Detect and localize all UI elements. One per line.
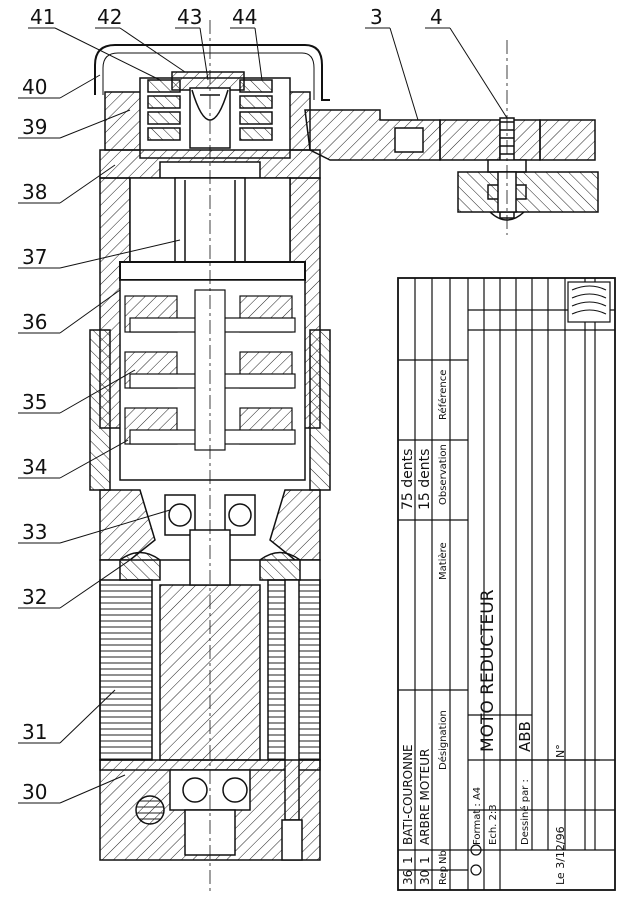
stator-part-31 [99,579,153,761]
format-label: Format : A4 [472,787,483,845]
number-label: N° [554,744,567,758]
header-observation: Observation [438,444,449,505]
row2-nb: 1 [418,856,432,864]
drawn-by: ABB [516,721,534,752]
callout-40: 40 [22,75,47,99]
header-designation: Désignation [437,710,449,770]
title-block [397,277,616,891]
cover-part-40 [94,44,330,101]
header-matiere: Matière [437,542,449,580]
callout-labels: 41 42 43 44 3 4 40 39 38 37 36 35 34 33 … [22,5,443,804]
callout-4: 4 [430,5,443,29]
callout-33: 33 [22,520,47,544]
callout-32: 32 [22,585,47,609]
callout-30: 30 [22,780,47,804]
scale-label: Ech. 2:3 [488,804,499,845]
header-nb: Nb [438,850,449,864]
callout-31: 31 [22,720,47,744]
row1-designation: BATI-COURONNE [401,744,415,845]
header-rep: Rep [438,866,449,885]
ring-part-36 [89,329,111,491]
callout-37: 37 [22,245,47,269]
drawn-by-label: Dessiné par : [519,779,531,845]
callout-36: 36 [22,310,47,334]
callout-39: 39 [22,115,47,139]
bearing-part-33 [168,503,192,527]
callout-35: 35 [22,390,47,414]
callout-41: 41 [30,5,55,29]
row1-nb: 1 [401,856,415,864]
callouts [18,27,508,804]
housing-part-32 [99,489,156,561]
row2-designation: ARBRE MOTEUR [418,749,432,845]
callout-43: 43 [177,5,202,29]
gear-stack [124,289,296,451]
drawing-title: MOTO REDUCTEUR [478,589,498,752]
header-reference: Référence [437,370,449,420]
callout-34: 34 [22,455,47,479]
row1-rep: 36 [401,870,415,885]
callout-38: 38 [22,180,47,204]
callout-42: 42 [97,5,122,29]
date-label: Le 3/12/96 [554,826,567,885]
row2-observation: 15 dents [417,449,433,510]
row2-rep: 30 [418,870,432,885]
assembly-section [89,44,599,861]
callout-44: 44 [232,5,257,29]
title-block-text: 36 1 BATI-COURONNE 75 dents 30 1 ARBRE M… [400,370,567,885]
row1-observation: 75 dents [400,449,416,510]
callout-3: 3 [370,5,383,29]
